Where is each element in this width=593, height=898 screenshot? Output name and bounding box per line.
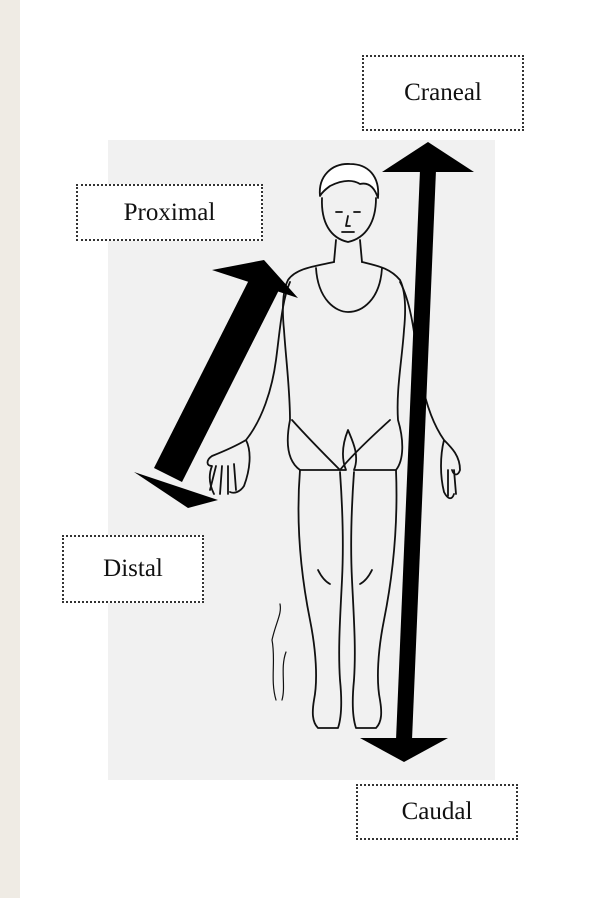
- neck: [334, 240, 362, 262]
- leotard-legs: [292, 420, 390, 470]
- head: [322, 198, 376, 242]
- leotard-neckline: [316, 268, 382, 312]
- artist-signature: [272, 604, 286, 700]
- caudal-label: Caudal: [356, 784, 518, 840]
- proximal-distal-arrow-shaft: [154, 274, 280, 482]
- knee-lines: [318, 570, 372, 584]
- proximal-label: Proximal: [76, 184, 263, 241]
- right-leg: [351, 470, 396, 728]
- right-hand-fingers: [448, 470, 456, 496]
- hair: [320, 164, 378, 198]
- proximal-distal-arrow-icon: [134, 260, 298, 508]
- caudal-label-text: Caudal: [402, 798, 473, 826]
- cranial-arrowhead: [382, 142, 474, 172]
- face-features: [336, 212, 360, 232]
- distal-label: Distal: [62, 535, 204, 603]
- proximal-label-text: Proximal: [124, 199, 216, 227]
- distal-label-text: Distal: [103, 555, 163, 583]
- craneal-label-text: Craneal: [404, 79, 482, 107]
- left-hand-fingers: [210, 464, 236, 494]
- caudal-arrowhead: [360, 738, 448, 762]
- craneal-label: Craneal: [362, 55, 524, 131]
- left-leg: [298, 470, 342, 728]
- torso-outline: [283, 262, 405, 470]
